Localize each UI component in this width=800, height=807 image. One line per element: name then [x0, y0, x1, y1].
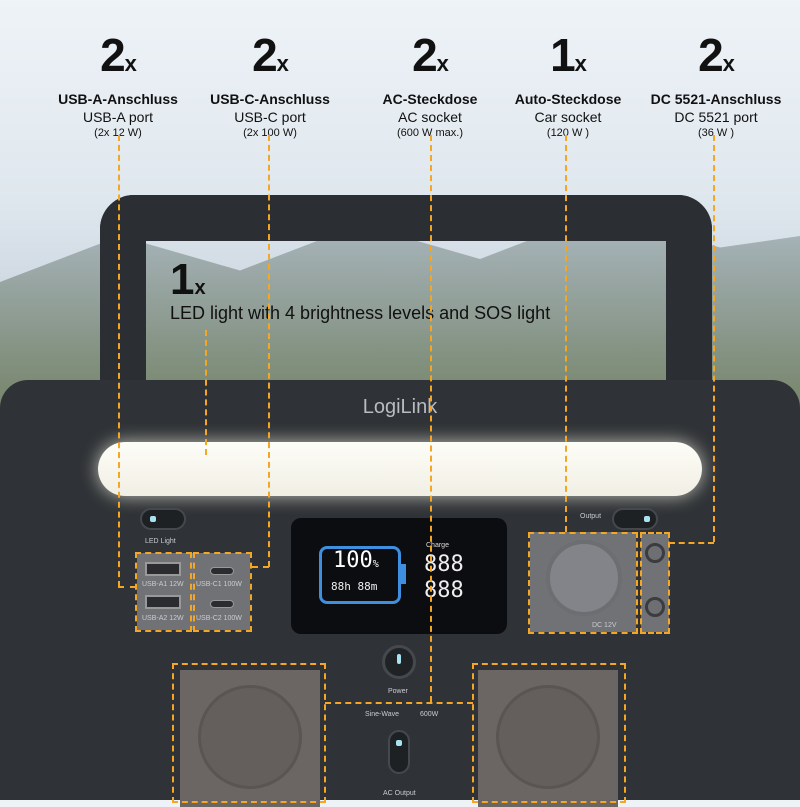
usb-c1-port [210, 567, 234, 575]
spec: (120 W ) [546, 127, 590, 139]
battery-percent: 100% [333, 548, 379, 573]
spec: (2x 12 W) [94, 127, 142, 139]
ac-watt-label: 600W [420, 711, 439, 718]
usb-a1-label: USB-A1 12W [142, 581, 184, 588]
lcd-display: 100% 88h 88m Charge 888 888 [291, 518, 507, 634]
ac-socket-right [478, 670, 618, 807]
suffix: x [124, 51, 137, 76]
title-de: DC 5521-Anschluss [650, 91, 782, 107]
carry-handle [100, 195, 712, 395]
annotation-usb-a: 2x USB-A-Anschluss USB-A port (2x 12 W) [38, 32, 198, 139]
led-annotation-count: 1x [170, 255, 206, 304]
annotation-ac: 2x AC-Steckdose AC socket (600 W max.) [350, 32, 510, 139]
highlight-ac-right [472, 663, 626, 803]
usb-c2-port [210, 600, 234, 608]
guide-dc [713, 135, 715, 542]
car-socket [546, 540, 622, 616]
guide-led [205, 330, 207, 455]
power-button[interactable] [382, 645, 416, 679]
sine-wave-label: Sine-Wave [365, 711, 399, 718]
count: 1 [550, 29, 576, 81]
spec: (600 W max.) [396, 127, 463, 139]
guide-usb-a [118, 135, 120, 587]
output-label: Output [580, 513, 602, 520]
led-light-bar [98, 442, 702, 496]
spec: (2x 100 W) [243, 127, 297, 139]
title-en: Car socket [534, 109, 602, 125]
annotation-usb-c: 2x USB-C-Anschluss USB-C port (2x 100 W) [190, 32, 350, 139]
ac-socket-left [180, 670, 320, 807]
battery-icon [319, 546, 401, 604]
charge-label: Charge [426, 542, 449, 549]
suffix: x [276, 51, 289, 76]
title-de: Auto-Steckdose [514, 91, 622, 107]
count: 2 [412, 29, 438, 81]
count: 2 [100, 29, 126, 81]
led-light-label: LED Light [145, 538, 176, 545]
guide-dc-h [669, 542, 714, 544]
brand-logo: LogiLink [362, 396, 438, 418]
dc-output-button[interactable] [612, 508, 658, 530]
guide-usb-c-h [252, 566, 269, 568]
suffix: x [722, 51, 735, 76]
battery-tip [401, 564, 406, 584]
usb-a2-label: USB-A2 12W [142, 615, 184, 622]
highlight-ac-left [172, 663, 326, 803]
count: 2 [698, 29, 724, 81]
highlight-usb-a [135, 552, 192, 632]
annotation-car: 1x Auto-Steckdose Car socket (120 W ) [488, 32, 648, 139]
guide-ac [430, 135, 432, 702]
dc-port-1 [645, 543, 665, 563]
guide-ac-h [325, 702, 473, 704]
power-label: Power [388, 688, 408, 695]
highlight-dc [640, 532, 670, 634]
ac-output-label: AC Output [383, 790, 416, 797]
guide-usb-a-h [118, 586, 136, 588]
led-annotation-text: LED light with 4 brightness levels and S… [170, 303, 551, 323]
title-de: USB-C-Anschluss [210, 91, 330, 107]
title-de: USB-A-Anschluss [58, 91, 178, 107]
title-en: AC socket [398, 109, 462, 125]
title-de: AC-Steckdose [382, 91, 478, 107]
annotation-dc: 2x DC 5521-Anschluss DC 5521 port (36 W … [636, 32, 796, 139]
ac-output-button[interactable] [388, 730, 410, 774]
title-en: USB-A port [82, 109, 154, 125]
title-en: USB-C port [234, 109, 306, 125]
usb-a2-port [145, 595, 181, 609]
spec: (36 W ) [697, 127, 735, 139]
suffix: x [436, 51, 449, 76]
dc-port-2 [645, 597, 665, 617]
guide-car [565, 135, 567, 532]
usb-c1-label: USB-C1 100W [196, 581, 242, 588]
led-light-button[interactable] [140, 508, 186, 530]
usb-a1-port [145, 562, 181, 576]
suffix: x [574, 51, 587, 76]
usb-c2-label: USB-C2 100W [196, 615, 242, 622]
guide-usb-c [268, 135, 270, 567]
highlight-car [528, 532, 638, 634]
title-en: DC 5521 port [674, 109, 758, 125]
highlight-usb-c [193, 552, 252, 632]
car-socket-label: DC 12V [592, 622, 617, 629]
remaining-time: 88h 88m [331, 580, 378, 593]
count: 2 [252, 29, 278, 81]
